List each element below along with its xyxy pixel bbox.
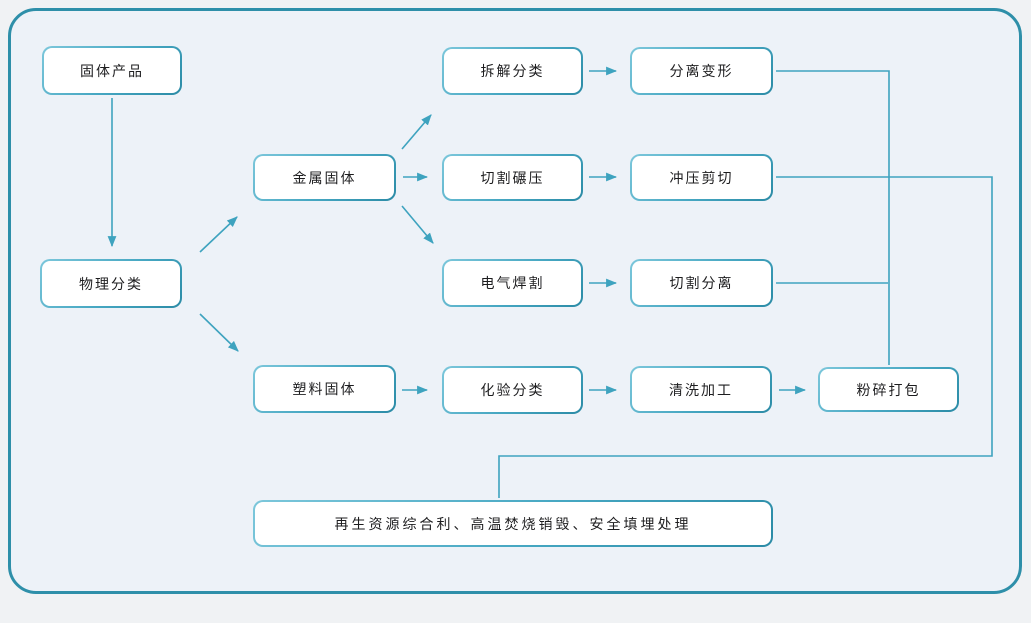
node-electric-welding: 电气焊割: [442, 259, 583, 307]
node-cutting-separation-label: 切割分离: [669, 275, 734, 291]
node-cutting-separation: 切割分离: [630, 259, 773, 307]
node-metal-solid: 金属固体: [253, 154, 396, 201]
node-solid-product: 固体产品: [42, 46, 182, 95]
node-electric-welding-label: 电气焊割: [480, 275, 545, 291]
node-physical-classification: 物理分类: [40, 259, 182, 308]
node-crushing-packing-label: 粉碎打包: [856, 381, 921, 398]
node-cleaning-processing: 清洗加工: [630, 366, 772, 413]
node-cutting-rolling: 切割碾压: [442, 154, 583, 201]
node-plastic-solid-label: 塑料固体: [292, 381, 357, 397]
node-assay-classification-label: 化验分类: [480, 382, 545, 398]
node-stamping-shearing-label: 冲压剪切: [669, 169, 734, 186]
node-assay-classification: 化验分类: [442, 366, 583, 414]
node-stamping-shearing: 冲压剪切: [630, 154, 773, 201]
node-final-treatment-label: 再生资源综合利、高温焚烧销毁、安全填埋处理: [334, 515, 692, 532]
node-separation-deformation-label: 分离变形: [669, 63, 734, 79]
node-dismantle-classification: 拆解分类: [442, 47, 583, 95]
node-crushing-packing: 粉碎打包: [818, 367, 959, 412]
node-cutting-rolling-label: 切割碾压: [480, 169, 545, 186]
node-physical-classification-label: 物理分类: [79, 275, 143, 292]
node-final-treatment: 再生资源综合利、高温焚烧销毁、安全填埋处理: [253, 500, 773, 547]
node-metal-solid-label: 金属固体: [292, 169, 357, 186]
node-cleaning-processing-label: 清洗加工: [669, 381, 733, 398]
node-dismantle-classification-label: 拆解分类: [480, 63, 545, 79]
node-plastic-solid: 塑料固体: [253, 365, 396, 413]
node-solid-product-label: 固体产品: [80, 62, 144, 79]
node-separation-deformation: 分离变形: [630, 47, 773, 95]
